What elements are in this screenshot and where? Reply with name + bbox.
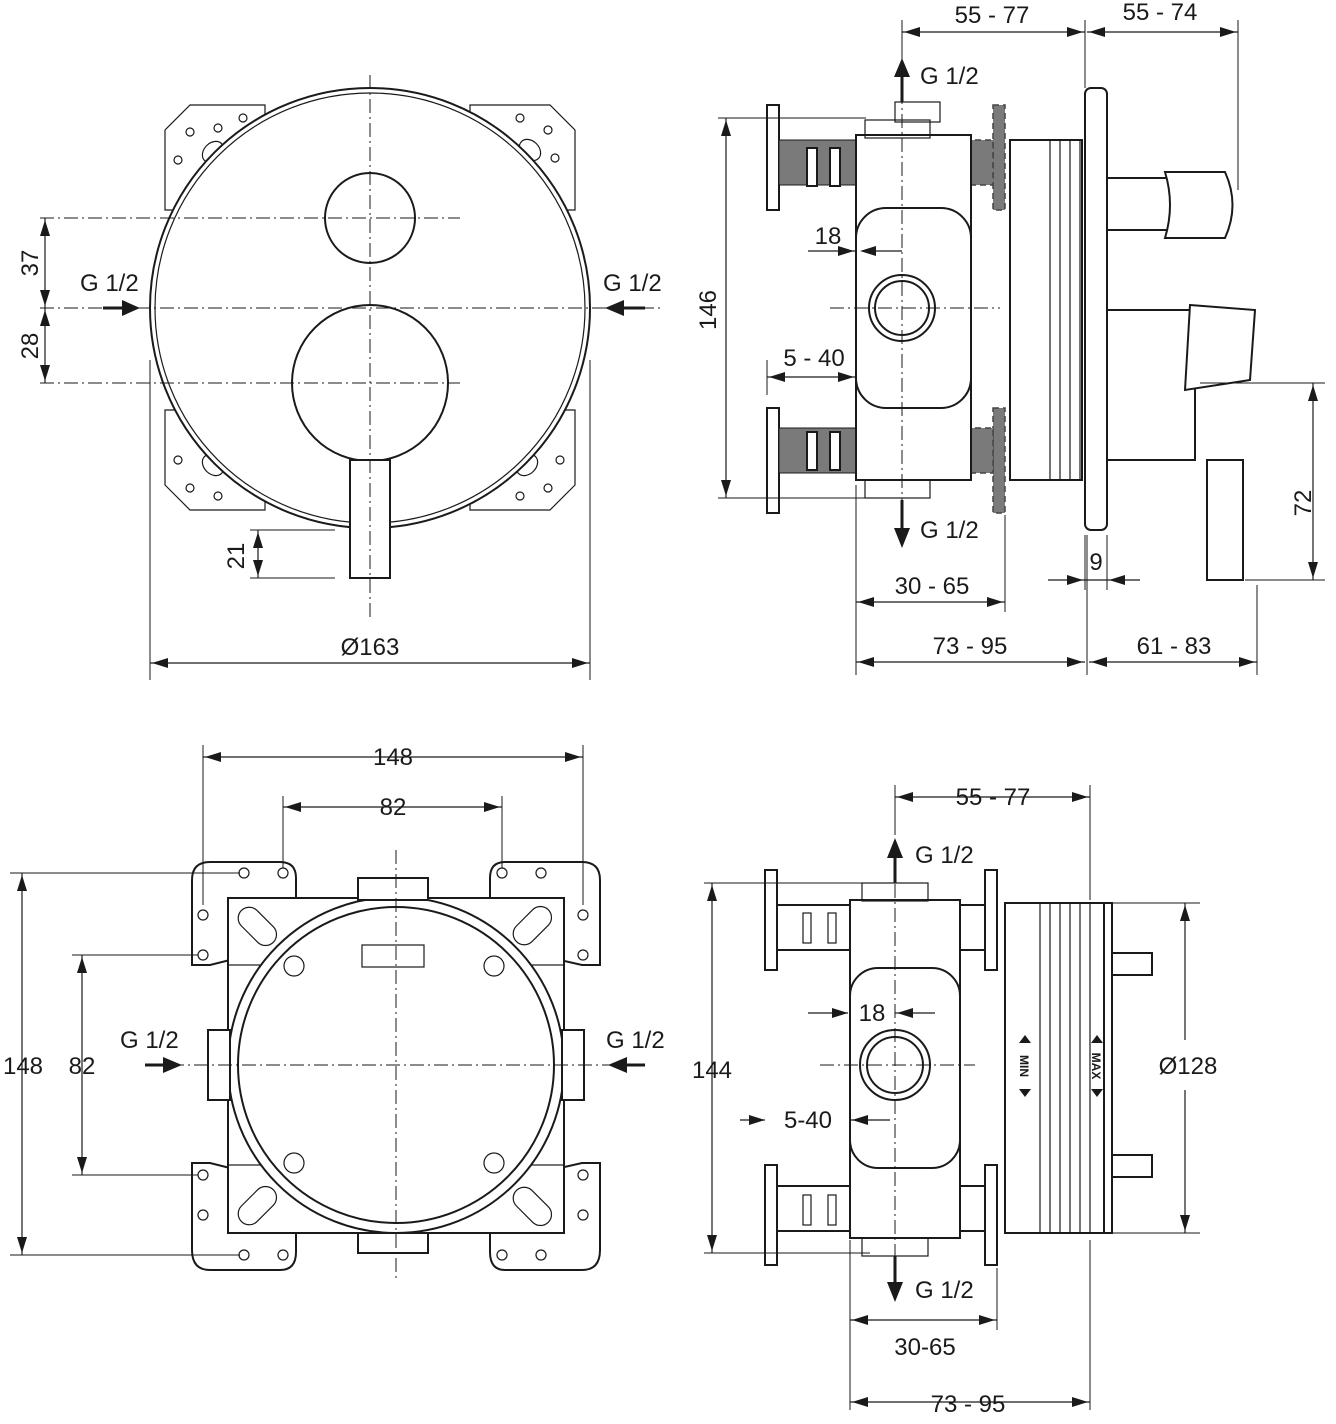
body-front-dim-82-h: 82 (380, 794, 407, 821)
side-dim-5-40: 5 - 40 (783, 345, 844, 372)
body-side-dim-5-40: 5-40 (784, 1107, 832, 1134)
front-inlet-left: G 1/2 (80, 270, 139, 297)
body-side-dim-73-95: 73 - 95 (931, 1391, 1006, 1418)
side-lever-hub (1106, 309, 1196, 461)
body-side-dim-144: 144 (692, 1057, 732, 1084)
front-dim-21: 21 (223, 543, 250, 570)
body-side-dim-top: 55 - 77 (956, 784, 1031, 811)
body-front-dim-82-v: 82 (69, 1053, 96, 1080)
side-dim-72: 72 (1290, 490, 1317, 517)
front-dim-diameter: Ø163 (341, 634, 400, 661)
body-side-outlet-top: G 1/2 (915, 842, 974, 869)
side-dim-top-b: 55 - 74 (1123, 0, 1198, 26)
side-dim-top-a: 55 - 77 (955, 2, 1030, 29)
body-side-sleeve (1004, 902, 1111, 1234)
side-lever-handle (1206, 459, 1244, 581)
side-knob (1106, 177, 1171, 231)
front-dim-37: 37 (17, 250, 44, 277)
body-front-view: 148 82 148 82 G 1/2 G 1/2 (3, 744, 665, 1280)
body-side-outlet-bottom: G 1/2 (915, 1277, 974, 1304)
body-side-dim-30-65: 30-65 (894, 1334, 955, 1361)
front-mounting-lugs (164, 104, 576, 511)
front-inlet-right: G 1/2 (603, 270, 662, 297)
side-cover-plate (1084, 87, 1108, 531)
side-dim-73-95: 73 - 95 (933, 633, 1008, 660)
body-front-inlet-right: G 1/2 (606, 1027, 665, 1054)
side-dim-61-83: 61 - 83 (1137, 633, 1212, 660)
body-front-dim-148-v: 148 (3, 1053, 43, 1080)
body-side-dim-128: Ø128 (1159, 1053, 1218, 1080)
side-outlet-bottom: G 1/2 (920, 517, 979, 544)
front-view: 37 28 21 Ø163 G 1/2 G 1/2 (17, 75, 662, 680)
max-label: MAX (1089, 1053, 1103, 1080)
side-dim-146: 146 (695, 290, 722, 330)
side-outlet-top: G 1/2 (920, 63, 979, 90)
body-front-dim-148-h: 148 (373, 744, 413, 771)
side-view: G 1/2 G 1/2 55 - 77 55 - 74 146 18 5 (695, 0, 1325, 675)
side-dim-9: 9 (1089, 549, 1102, 576)
body-side-view: MIN MAX G 1/2 G 1/2 55 - 77 144 (692, 784, 1217, 1418)
body-side-dim-18: 18 (859, 1000, 886, 1027)
side-dim-30-65: 30 - 65 (895, 573, 970, 600)
side-sleeve (1009, 139, 1083, 481)
front-dim-28: 28 (17, 333, 44, 360)
body-front-inlet-left: G 1/2 (120, 1027, 179, 1054)
side-dim-18: 18 (815, 223, 842, 250)
min-label: MIN (1017, 1055, 1031, 1077)
